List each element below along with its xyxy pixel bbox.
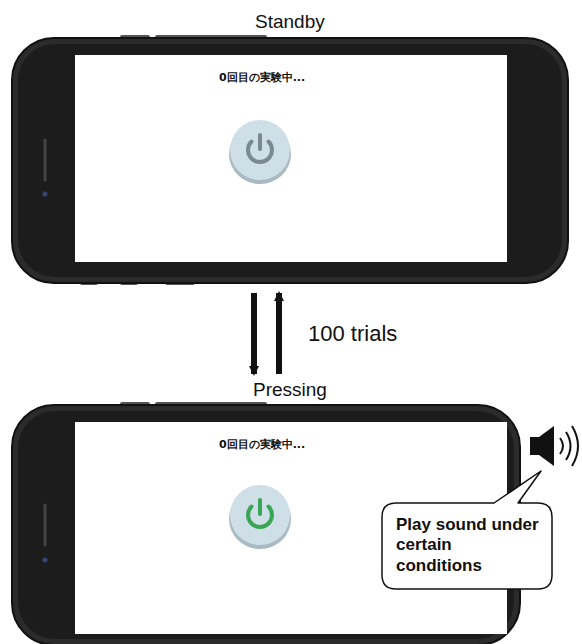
speaker-icon: [530, 426, 578, 466]
phone-screen: Standby 0回目の実験中...: [0, 6, 582, 285]
phone-state-title: Standby: [255, 11, 325, 33]
screen-status-text: 0回目の実験中...: [219, 70, 305, 85]
phone-standby: [12, 35, 568, 285]
speech-bubble: Play sound under certain conditions: [382, 503, 552, 589]
edge-label: 100 trials: [308, 321, 397, 347]
screen-status-text: 0回目の実験中...: [219, 437, 305, 452]
callout-text: Play sound under certain conditions: [396, 515, 540, 576]
cycle-arrow: [251, 293, 257, 374]
phone-state-title: Pressing: [253, 379, 327, 401]
cycle-arrow: [276, 293, 282, 374]
